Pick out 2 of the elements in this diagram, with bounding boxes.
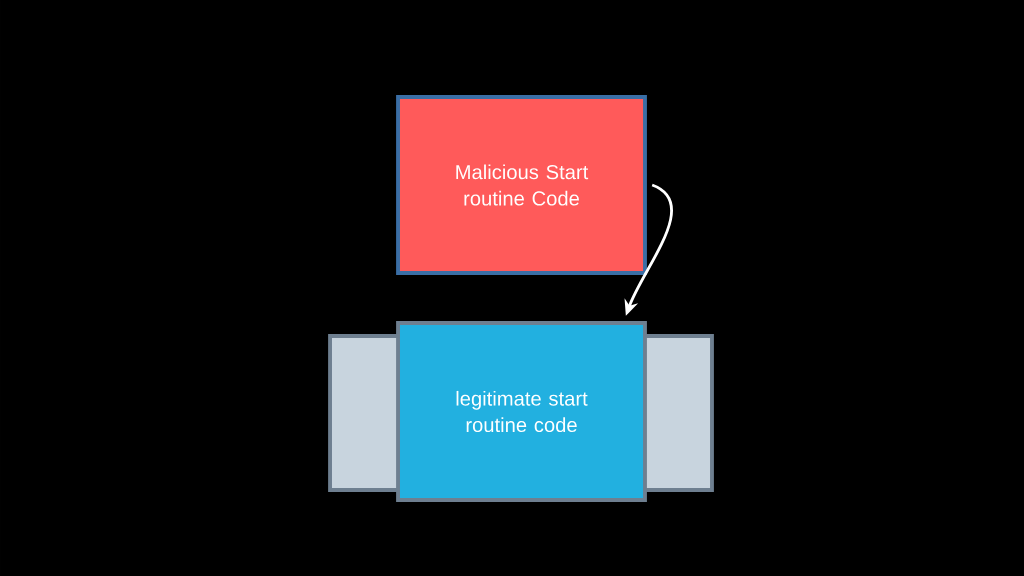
process-box: Malicious Start routine Code	[396, 95, 647, 275]
process-box: legitimate start routine code	[396, 321, 647, 502]
